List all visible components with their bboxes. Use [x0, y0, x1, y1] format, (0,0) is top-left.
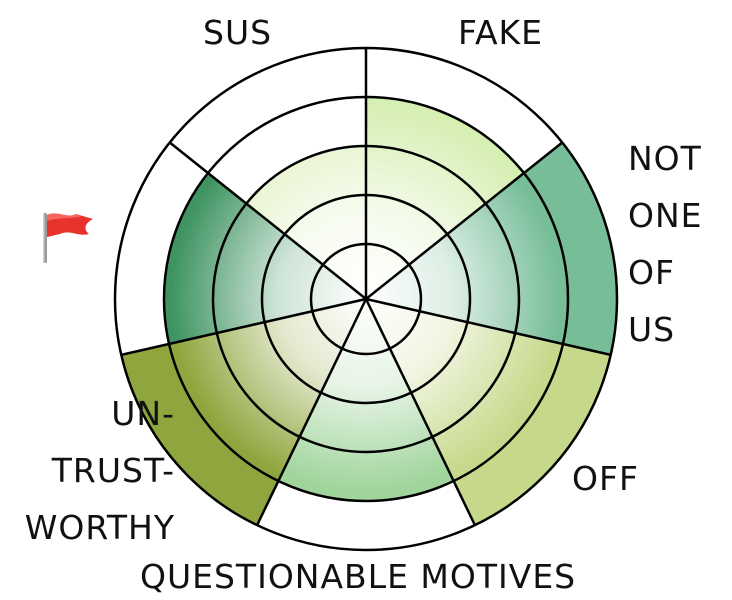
spoke-3	[365, 297, 611, 357]
label-not-one-of-us: NOT ONE OF US	[628, 139, 703, 349]
spoke-5	[255, 298, 368, 526]
label-sus: SUS	[203, 13, 273, 52]
label-fake: FAKE	[458, 13, 544, 52]
spoke-6	[121, 297, 367, 357]
spoke-4	[364, 298, 477, 526]
spoke-2	[365, 141, 564, 300]
ring-grid	[113, 46, 619, 552]
label-untrustworthy: UN- TRUST- WORTHY	[24, 394, 175, 547]
label-questionable-motives: QUESTIONABLE MOTIVES	[140, 557, 577, 596]
spoke-7	[168, 141, 367, 300]
red-flag-icon	[43, 213, 93, 263]
label-off: OFF	[572, 459, 639, 498]
